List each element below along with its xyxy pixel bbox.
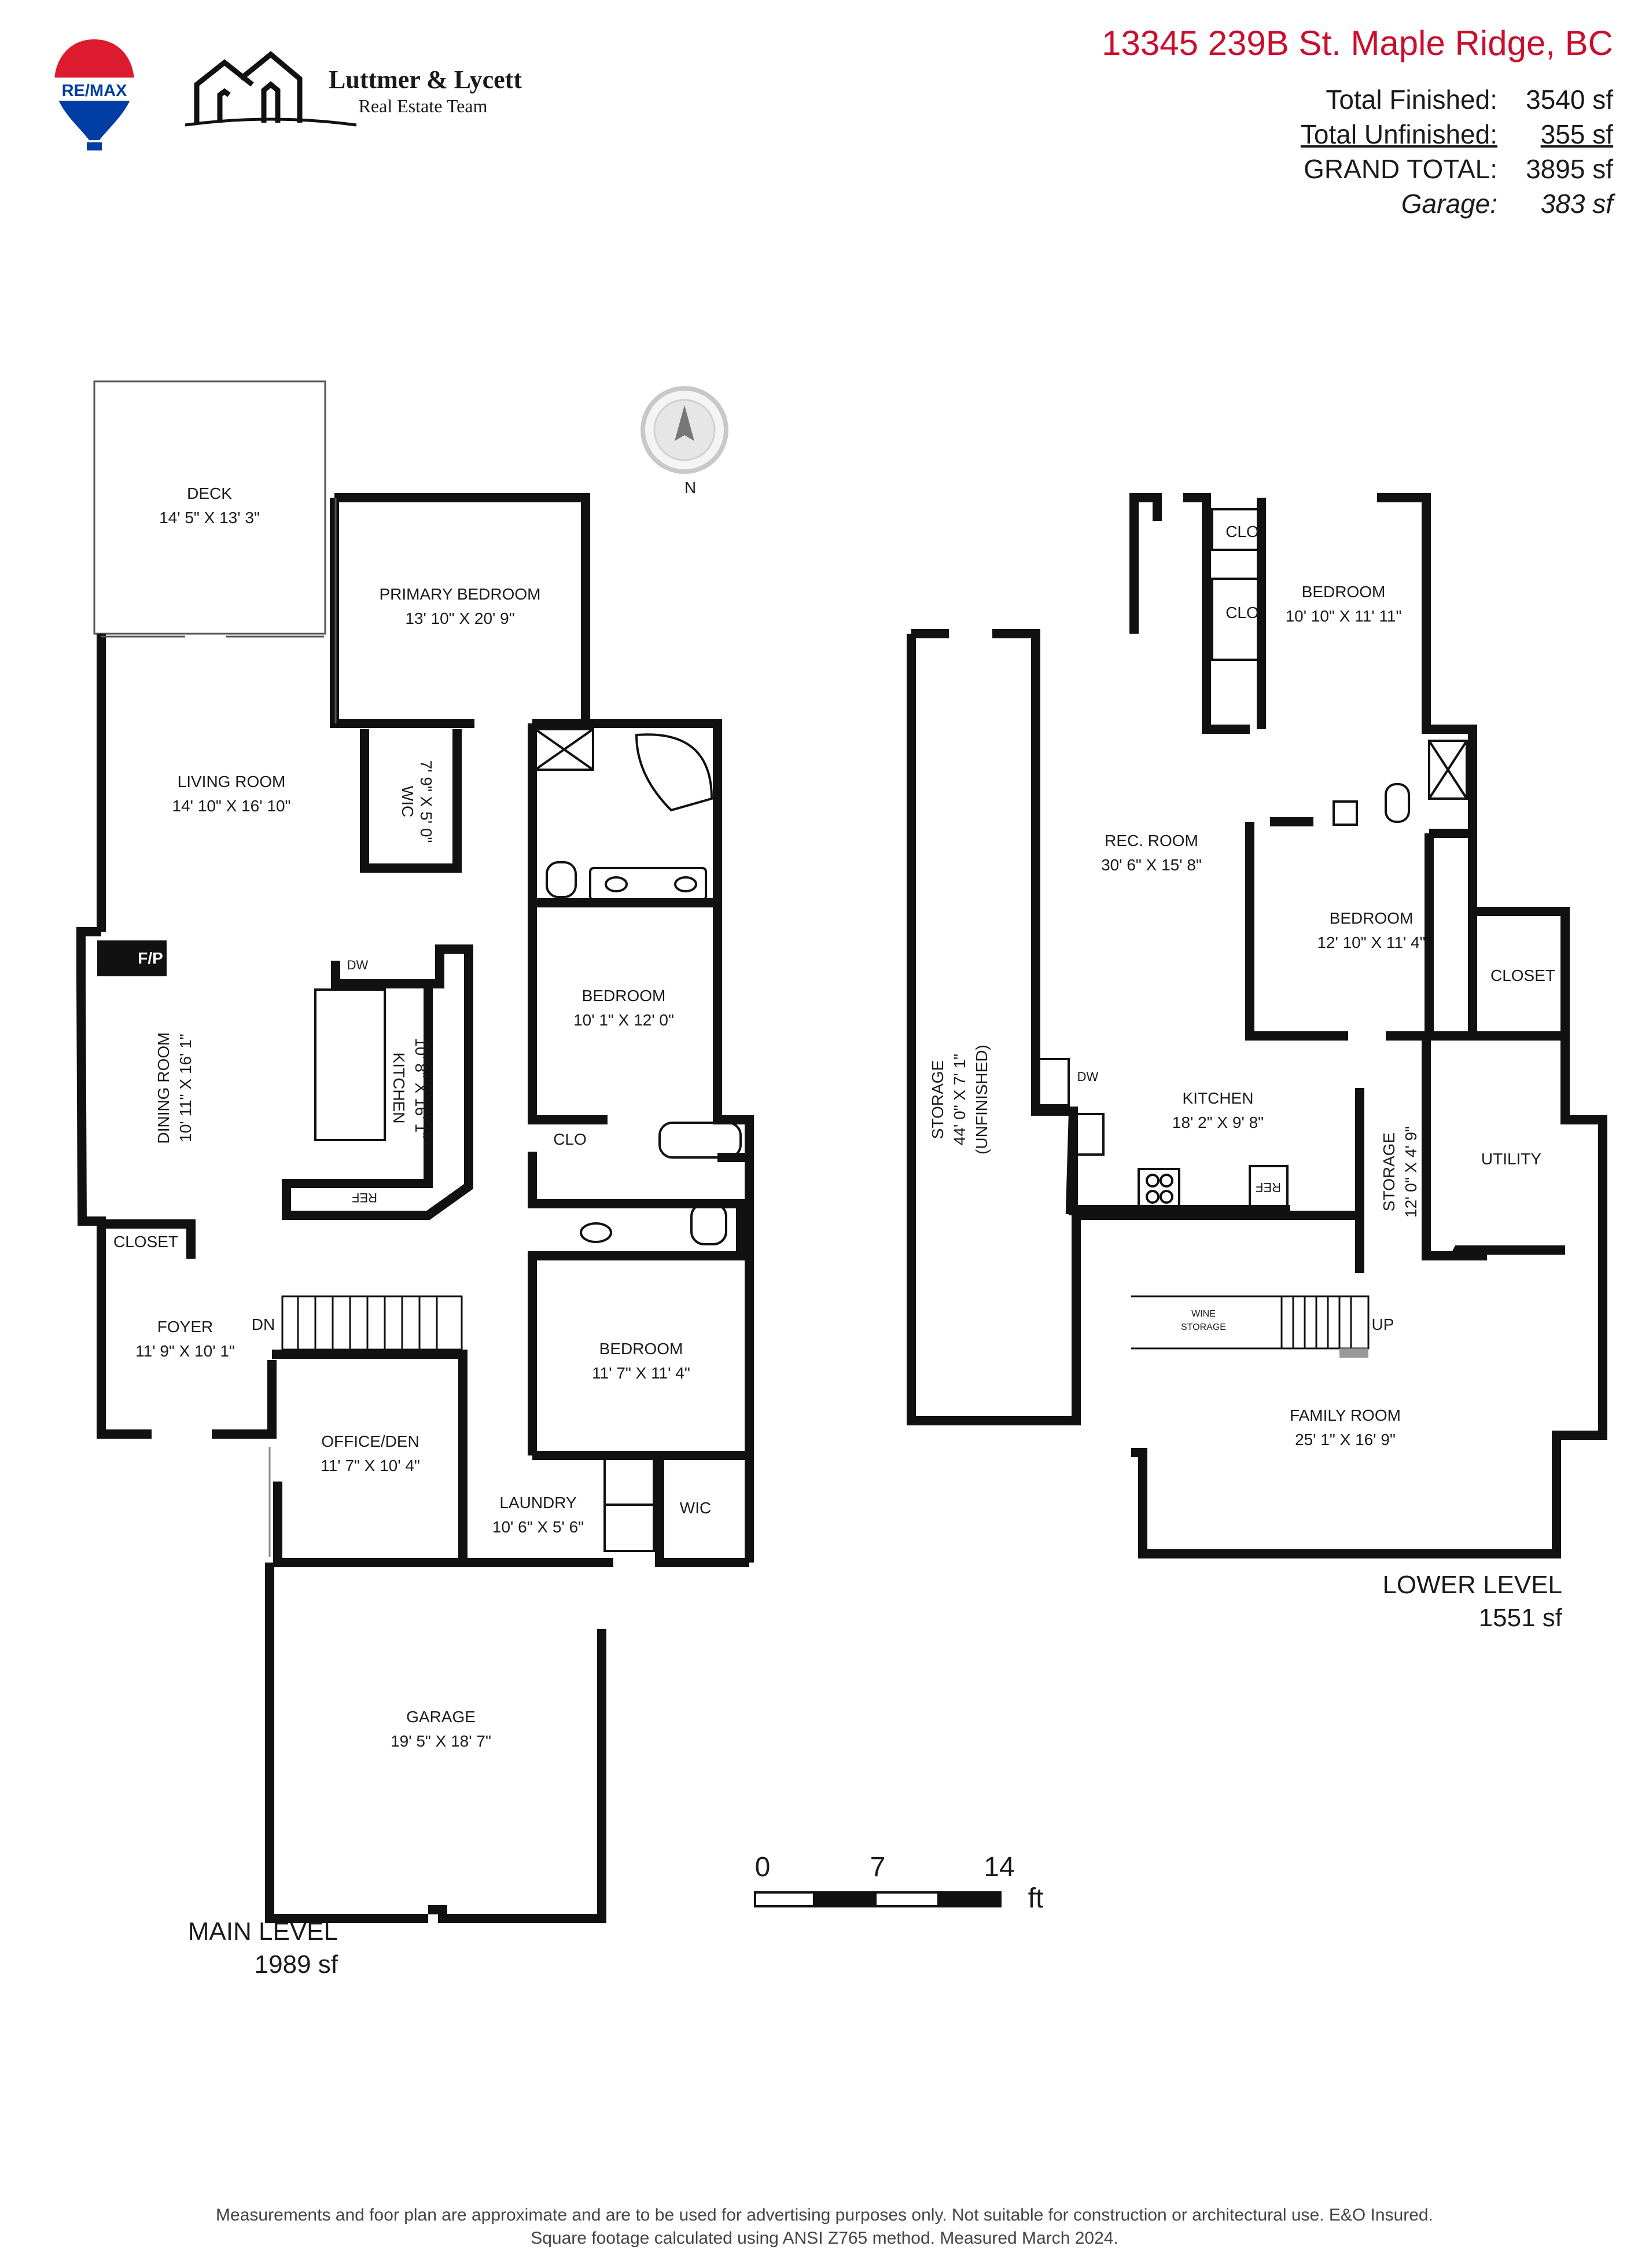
main-level-plan [76, 380, 754, 1923]
lower-dishwasher-label: DW [1077, 1069, 1099, 1084]
main-room-labels: DECK 14' 5" X 13' 3" PRIMARY BEDROOM 13'… [113, 484, 711, 1750]
disclaimer-line-1: Measurements and foor plan are approxima… [216, 2205, 1433, 2225]
scale-unit: ft [1028, 1883, 1044, 1914]
room-dims-kitchen: 10' 8" X 16' 1" [412, 1038, 430, 1138]
room-name-living-room: LIVING ROOM [178, 773, 286, 791]
compass-label: N [684, 479, 696, 497]
lower-room-dims-bedroom-2: 12' 10" X 11' 4" [1317, 933, 1425, 951]
room-dims-primary-bedroom: 13' 10" X 20' 9" [405, 609, 514, 627]
room-dims-living-room: 14' 10" X 16' 10" [172, 797, 291, 815]
wic-label-2: WIC [680, 1499, 711, 1517]
room-name-office-den: OFFICE/DEN [321, 1432, 419, 1450]
lower-room-labels: BEDROOM 10' 10" X 11' 11" REC. ROOM 30' … [929, 523, 1555, 1449]
room-name-primary-bedroom: PRIMARY BEDROOM [379, 585, 540, 603]
room-dims-dining-room: 10' 11" X 16' 1" [176, 1034, 194, 1142]
lower-room-dims-family-room: 25' 1" X 16' 9" [1295, 1431, 1396, 1449]
scale-tick-14: 14 [984, 1852, 1014, 1883]
scale-tick-7: 7 [870, 1852, 886, 1883]
sqft-summary: Total Finished:3540 sf Total Unfinished:… [1301, 82, 1613, 221]
wine-storage-label-2: STORAGE [1181, 1322, 1226, 1332]
lower-stairs [1131, 1295, 1370, 1350]
lower-room-name-utility: UTILITY [1481, 1150, 1542, 1168]
lower-room-name-storage-2: STORAGE [1380, 1133, 1398, 1211]
remax-logo: RE/MAX [54, 39, 134, 150]
room-name-deck: DECK [187, 484, 232, 502]
room-name-bedroom-1: BEDROOM [582, 987, 666, 1005]
lower-room-name-bedroom-2: BEDROOM [1330, 909, 1414, 927]
lower-fridge-label: REF [1256, 1180, 1281, 1194]
room-name-garage: GARAGE [406, 1708, 476, 1726]
room-dims-garage: 19' 5" X 18' 7" [391, 1732, 491, 1750]
lower-clo-label-1: CLO [1225, 523, 1259, 541]
stairs-up-label: UP [1372, 1315, 1394, 1333]
compass-icon [641, 386, 728, 474]
closet-label: CLOSET [113, 1233, 178, 1251]
lower-room-name-storage: STORAGE [929, 1060, 947, 1139]
wine-storage-label-1: WINE [1191, 1309, 1216, 1319]
main-level-title: MAIN LEVEL [187, 1917, 338, 1946]
room-name-foyer: FOYER [157, 1318, 213, 1336]
sqft-row-unfinished: Total Unfinished:355 sf [1300, 119, 1613, 149]
lower-level-title: LOWER LEVEL [1382, 1571, 1562, 1599]
lower-level-plan [907, 493, 1607, 1558]
lower-room-name-bedroom-1: BEDROOM [1302, 583, 1386, 601]
scale-bar: 0 7 14 ft [754, 1852, 1044, 1914]
remax-logo-text: RE/MAX [62, 82, 127, 100]
lower-room-dims-rec-room: 30' 6" X 15' 8" [1101, 856, 1202, 874]
room-dims-foyer: 11' 9" X 10' 1" [135, 1342, 235, 1360]
main-stairs [281, 1295, 463, 1351]
lower-closet-label: CLOSET [1490, 966, 1555, 984]
lower-room-note-storage: (UNFINISHED) [973, 1045, 991, 1155]
room-dims-laundry: 10' 6" X 5' 6" [492, 1518, 584, 1536]
clo-label: CLO [553, 1130, 587, 1148]
sqft-row-finished: Total Finished:3540 sf [1326, 84, 1613, 115]
house-outline-icon [185, 51, 357, 127]
lower-room-name-rec-room: REC. ROOM [1105, 832, 1198, 850]
lower-room-dims-kitchen: 18' 2" X 9' 8" [1172, 1113, 1264, 1131]
deck-outline [93, 380, 326, 635]
scale-tick-0: 0 [755, 1852, 771, 1883]
room-dims-bedroom-2: 11' 7" X 11' 4" [592, 1364, 690, 1382]
lower-room-dims-storage-2: 12' 0" X 4' 9" [1402, 1126, 1420, 1218]
stairs-down-label: DN [252, 1315, 275, 1333]
team-subtitle: Real Estate Team [358, 95, 488, 116]
fireplace-label: F/P [138, 949, 163, 967]
dishwasher-label: DW [347, 958, 369, 972]
lower-clo-label-2: CLO [1225, 604, 1259, 622]
room-name-laundry: LAUNDRY [499, 1494, 577, 1512]
team-brand: Luttmer & Lycett Real Estate Team [329, 65, 522, 117]
room-name-kitchen: KITCHEN [390, 1053, 408, 1124]
property-address: 13345 239B St. Maple Ridge, BC [1102, 24, 1613, 63]
team-name: Luttmer & Lycett [329, 65, 522, 94]
room-name-dining-room: DINING ROOM [154, 1032, 172, 1144]
lower-level-area: 1551 sf [1478, 1604, 1562, 1632]
disclaimer-line-2: Square footage calculated using ANSI Z76… [531, 2229, 1118, 2248]
room-dims-deck: 14' 5" X 13' 3" [159, 509, 260, 527]
lower-room-dims-bedroom-1: 10' 10" X 11' 11" [1286, 607, 1402, 625]
lower-room-dims-storage: 44' 0" X 7' 1" [951, 1054, 969, 1145]
room-name-wic: WIC [399, 786, 417, 817]
disclaimer: Measurements and foor plan are approxima… [0, 2204, 1649, 2250]
lower-room-name-kitchen: KITCHEN [1183, 1089, 1254, 1107]
fireplace [97, 940, 167, 976]
room-dims-bedroom-1: 10' 1" X 12' 0" [573, 1011, 674, 1029]
room-dims-office-den: 11' 7" X 10' 4" [321, 1457, 420, 1475]
main-level-area: 1989 sf [254, 1950, 338, 1979]
lower-room-name-family-room: FAMILY ROOM [1290, 1406, 1401, 1424]
room-dims-wic: 7' 9" X 5' 0" [417, 760, 435, 843]
sqft-row-grand-total: GRAND TOTAL:3895 sf [1304, 154, 1613, 184]
room-name-bedroom-2: BEDROOM [599, 1340, 683, 1358]
fridge-label: REF [352, 1190, 377, 1205]
sqft-row-garage: Garage:383 sf [1401, 189, 1613, 219]
